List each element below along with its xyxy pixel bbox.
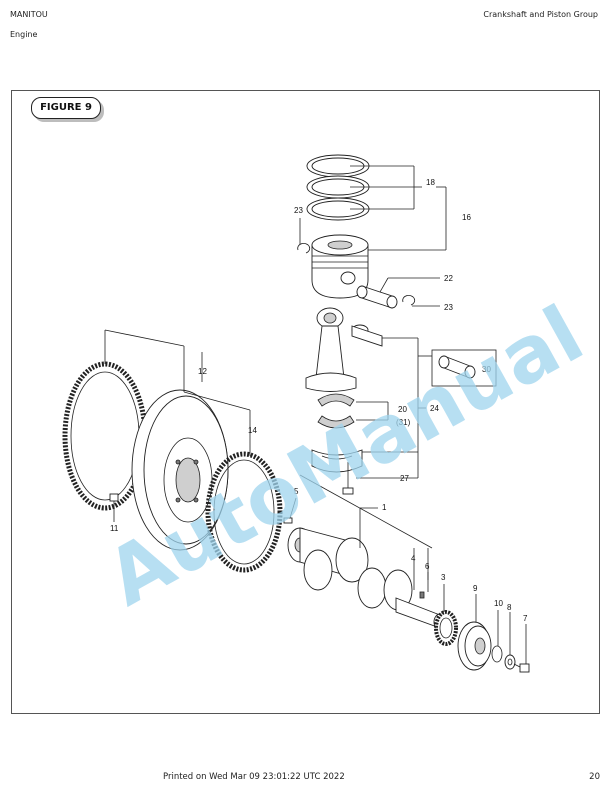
snap-ring-lower [402,295,416,306]
piston-rings [306,154,370,221]
rod-bearing-shells [317,393,355,429]
flywheel [131,389,229,551]
crankshaft [287,527,447,631]
callout-11: 11 [110,524,119,533]
callout-23-upper: 23 [294,206,303,215]
header-brand: MANITOU [10,10,48,19]
page-number: 20 [589,772,600,782]
connecting-rod [305,307,383,392]
callout-23-lower: 23 [444,303,453,312]
callout-22: 22 [444,274,453,283]
callout-8: 8 [507,603,512,612]
header-section: Engine [10,30,38,39]
figure-frame [11,90,600,714]
callout-5: 5 [294,487,299,496]
o-ring [491,645,503,663]
callout-1: 1 [382,503,387,512]
callout-4: 4 [411,554,416,563]
rod-cap [311,449,363,473]
callout-labels: 18 16 23 22 23 30 24 20 (31) 27 12 14 11… [110,178,528,623]
callout-14: 14 [248,426,257,435]
exploded-parts-diagram: 18 16 23 22 23 30 24 20 (31) 27 12 14 11… [62,154,598,673]
callout-16: 16 [462,213,471,222]
piston-pin [356,285,398,309]
callout-6: 6 [425,562,430,571]
callout-27: 27 [400,474,409,483]
pulley-bolt [513,663,530,673]
figure-label: FIGURE 9 [31,97,101,119]
footer-printed-date: Printed on Wed Mar 09 23:01:22 UTC 2022 [163,772,345,782]
snap-ring-upper [297,243,311,254]
crank-pulley [457,621,492,671]
crank-gear [434,610,458,646]
callout-31: (31) [396,418,411,427]
ring-gear [205,451,283,573]
callout-9: 9 [473,584,478,593]
flywheel-bolt [109,493,119,516]
rod-bolt [342,462,354,495]
leader-lines [104,165,527,664]
callout-7: 7 [523,614,528,623]
callout-12: 12 [198,367,207,376]
callout-10: 10 [494,599,503,608]
header-title: Crankshaft and Piston Group [483,10,598,19]
dowel-pin [283,517,293,524]
callout-24: 24 [430,404,439,413]
small-end-bushing [431,349,497,387]
callout-20: 20 [398,405,407,414]
callout-3: 3 [441,573,446,582]
callout-18: 18 [426,178,435,187]
callout-30: 30 [482,365,491,374]
washer [504,654,516,670]
piston [311,234,369,299]
